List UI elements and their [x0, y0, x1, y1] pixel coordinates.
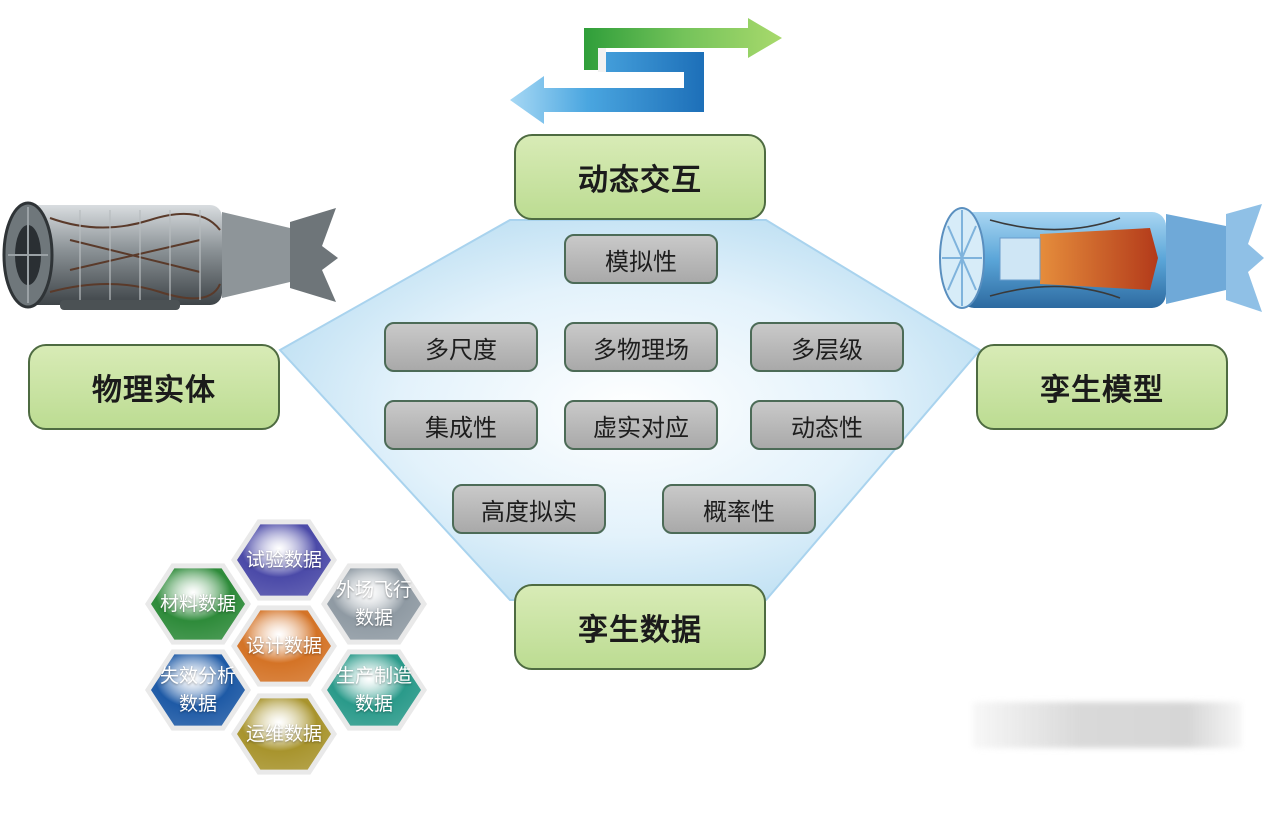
physical-engine-image — [2, 201, 338, 310]
hex-failure-analysis-data-shape — [145, 649, 251, 731]
hex-design-data-label-line: 设计数据 — [245, 635, 323, 657]
hex-material-data-label-line: 材料数据 — [159, 593, 237, 615]
property-high-fidelity: 高度拟实 — [452, 484, 606, 534]
hex-test-data-shape — [231, 519, 337, 601]
hex-design-data-label: 设计数据 — [246, 632, 322, 660]
hex-material-data-shape — [145, 563, 251, 645]
hex-design-data-shape — [231, 605, 337, 687]
hex-operation-data-shape — [231, 693, 337, 775]
property-multi-level: 多层级 — [750, 322, 904, 372]
property-probabilistic: 概率性 — [662, 484, 816, 534]
hex-manufacturing-data-label: 生产制造数据 — [336, 662, 412, 718]
hex-operation-data-label: 运维数据 — [246, 720, 322, 748]
node-dynamic-interaction: 动态交互 — [514, 134, 766, 220]
hex-manufacturing-data-shape — [321, 649, 427, 731]
property-virtual-real-mapping: 虚实对应 — [564, 400, 718, 450]
hex-manufacturing-data-label-line: 生产制造 — [335, 665, 413, 687]
hex-manufacturing-data-label-line: 数据 — [354, 693, 394, 715]
hex-field-flight-data-label-line: 外场飞行 — [335, 579, 413, 601]
hex-failure-analysis-data-label-line: 失效分析 — [159, 665, 237, 687]
hex-operation-data-label-line: 运维数据 — [245, 723, 323, 745]
node-physical-entity: 物理实体 — [28, 344, 280, 430]
blurred-watermark — [972, 702, 1242, 748]
hex-failure-analysis-data-label: 失效分析数据 — [160, 662, 236, 718]
hex-field-flight-data-label-line: 数据 — [354, 607, 394, 629]
twin-engine-model-image — [939, 204, 1264, 312]
node-twin-model: 孪生模型 — [976, 344, 1228, 430]
hex-field-flight-data-shape — [321, 563, 427, 645]
hex-material-data-label: 材料数据 — [160, 590, 236, 618]
property-simulation: 模拟性 — [564, 234, 718, 284]
hex-test-data-label-line: 试验数据 — [245, 549, 323, 571]
hex-field-flight-data-label: 外场飞行数据 — [336, 576, 412, 632]
hex-failure-analysis-data-label-line: 数据 — [178, 693, 218, 715]
hex-test-data-label: 试验数据 — [246, 546, 322, 574]
node-twin-data: 孪生数据 — [514, 584, 766, 670]
property-multi-scale: 多尺度 — [384, 322, 538, 372]
bidirectional-arrow-icon — [510, 18, 782, 124]
property-multi-physics: 多物理场 — [564, 322, 718, 372]
property-integration: 集成性 — [384, 400, 538, 450]
property-dynamics: 动态性 — [750, 400, 904, 450]
